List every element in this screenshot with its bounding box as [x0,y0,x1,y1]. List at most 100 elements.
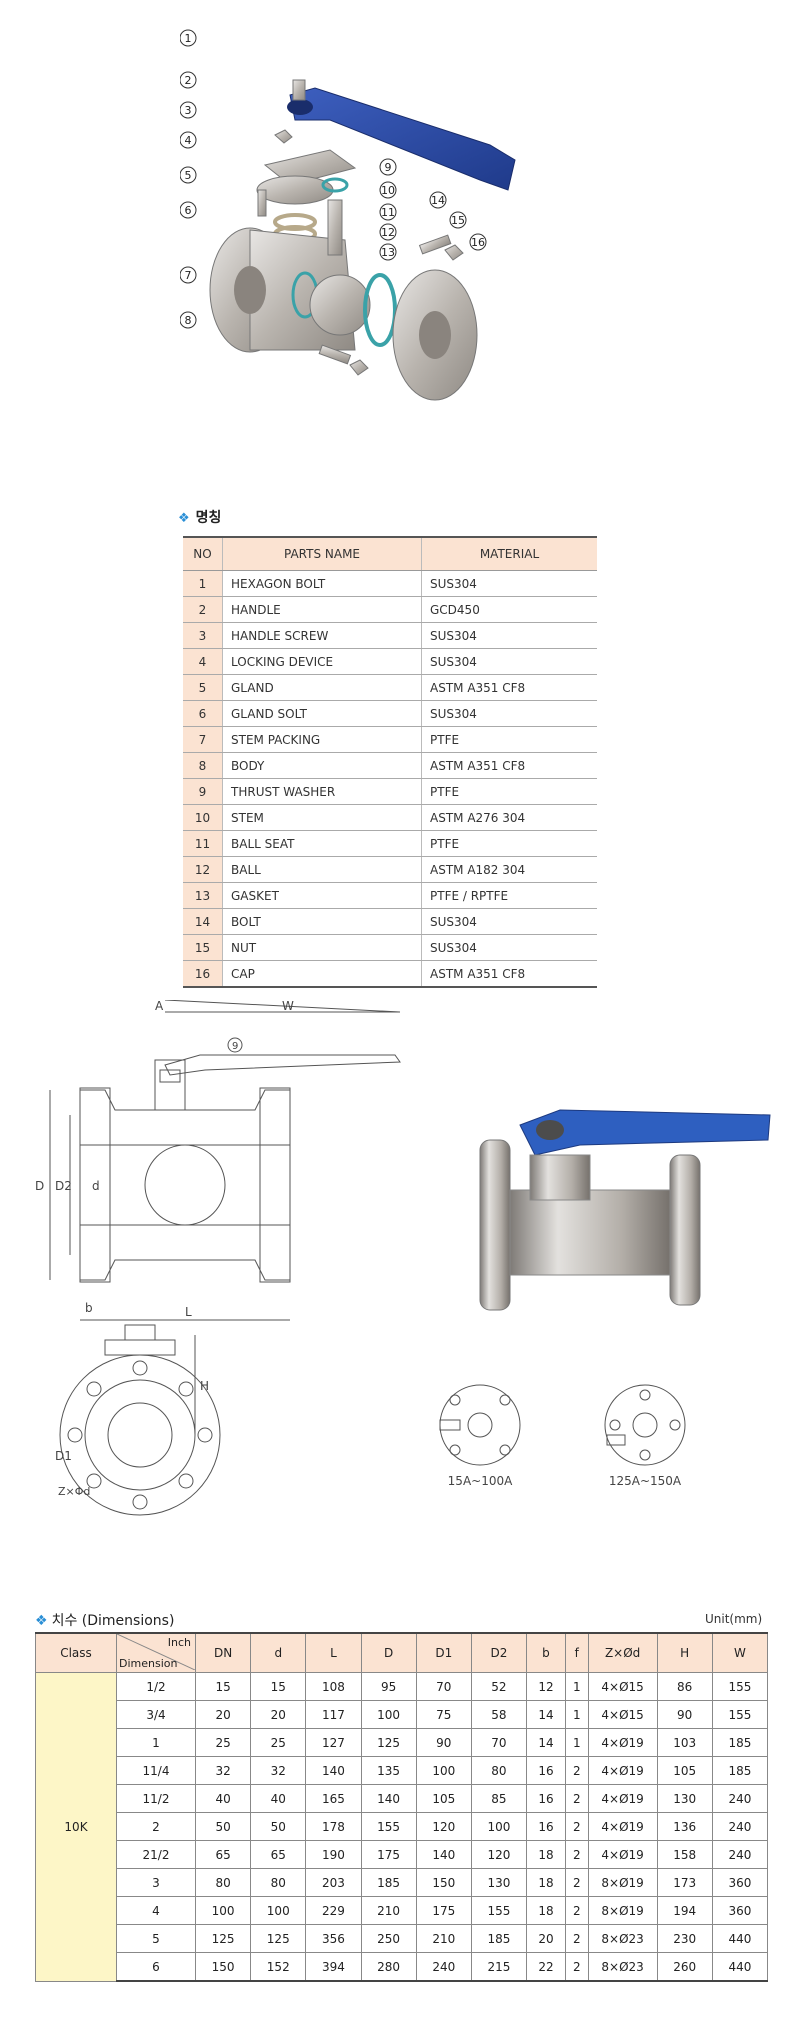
header-col: D1 [415,1632,472,1673]
dimension-cell: 190 [305,1840,362,1869]
inch-cell: 3 [116,1868,196,1897]
inch-cell: 21/2 [116,1840,196,1869]
dimension-cell: 1 [564,1728,589,1757]
inch-cell: 5 [116,1924,196,1953]
callout-circle [179,71,197,89]
dimension-cell: 215 [470,1952,528,1982]
header-inch: Inch [167,1636,191,1649]
dimension-cell: 58 [470,1700,528,1729]
dimension-cell: 440 [711,1924,769,1953]
part-material: SUS304 [421,934,597,961]
callout-number: 16 [471,236,485,249]
part-name: GASKET [222,882,422,909]
dimension-cell: 2 [564,1868,589,1897]
dimension-cell: 127 [305,1728,362,1757]
dimension-cell: 185 [711,1728,769,1757]
section-drawing: W A D D2 d b L 9 [20,999,420,1520]
dimension-cell: 40 [194,1784,252,1813]
dimension-cell: 260 [656,1952,713,1982]
dimension-cell: 100 [194,1896,252,1925]
dimension-cell: 4×Ø15 [587,1672,658,1701]
callout-number: 5 [185,169,192,182]
dimension-cell: 440 [711,1952,769,1982]
dimension-cell: 90 [656,1700,713,1729]
part-no: 4 [183,648,223,675]
dimension-cell: 12 [526,1672,566,1701]
dimension-cell: 2 [564,1812,589,1841]
variant-label-2: 125A~150A [608,1474,682,1488]
part-material: PTFE / RPTFE [421,882,597,909]
part-material: ASTM A351 CF8 [421,674,597,701]
callout-number: 11 [381,206,395,219]
parts-header-material: MATERIAL [421,536,597,571]
dimension-cell: 105 [415,1784,472,1813]
part-no: 8 [183,752,223,779]
dimension-cell: 100 [415,1756,472,1785]
part-material: ASTM A351 CF8 [421,960,597,988]
dimension-cell: 210 [360,1896,417,1925]
dimension-cell: 4×Ø15 [587,1700,658,1729]
inch-cell: 1 [116,1728,196,1757]
part-material: SUS304 [421,648,597,675]
part-name: BOLT [222,908,422,935]
label-d2: D2 [55,1179,72,1193]
dimension-cell: 135 [360,1756,417,1785]
parts-header-name: PARTS NAME [222,536,422,571]
callout-circle [179,311,197,329]
part-material: ASTM A182 304 [421,856,597,883]
callout-number: 1 [185,32,192,45]
dimension-cell: 240 [711,1812,769,1841]
dimension-cell: 2 [564,1840,589,1869]
part-no: 2 [183,596,223,623]
dimensions-title: ❖치수 (Dimensions) [35,1610,174,1630]
header-dimension: Dimension [119,1657,178,1670]
dimension-cell: 40 [250,1784,307,1813]
dimension-cell: 100 [250,1896,307,1925]
callout-number: 12 [381,226,395,239]
dimension-cell: 50 [194,1812,252,1841]
dimension-cell: 240 [711,1784,769,1813]
inch-cell: 2 [116,1812,196,1841]
dimension-cell: 8×Ø19 [587,1896,658,1925]
dimension-cell: 16 [526,1812,566,1841]
part-no: 3 [183,622,223,649]
part-name: NUT [222,934,422,961]
dimension-cell: 136 [656,1812,713,1841]
callout-number: 3 [185,104,192,117]
dimension-cell: 240 [415,1952,472,1982]
diamond-icon: ❖ [178,511,190,526]
dimension-cell: 140 [305,1756,362,1785]
part-material: SUS304 [421,570,597,597]
dimensions-table: Class Inch Dimension DN d L D D1 D2 b f … [35,1632,769,1982]
part-name: CAP [222,960,422,988]
dimension-cell: 2 [564,1924,589,1953]
callout-circle [429,191,447,209]
valve-photo-illustration [479,1109,771,1311]
dimension-cell: 394 [305,1952,362,1982]
callout-circle [449,211,467,229]
dimension-cell: 150 [415,1868,472,1897]
variant-drawing-2: 125A~150A [585,1380,705,1490]
part-no: 16 [183,960,223,988]
dimension-cell: 2 [564,1952,589,1982]
dimension-cell: 173 [656,1868,713,1897]
dimension-cell: 70 [470,1728,528,1757]
unit-label: Unit(mm) [705,1612,763,1626]
callout-circle [379,223,397,241]
callout-circle [179,101,197,119]
valve-photo [440,1060,780,1330]
dimension-cell: 155 [711,1672,769,1701]
